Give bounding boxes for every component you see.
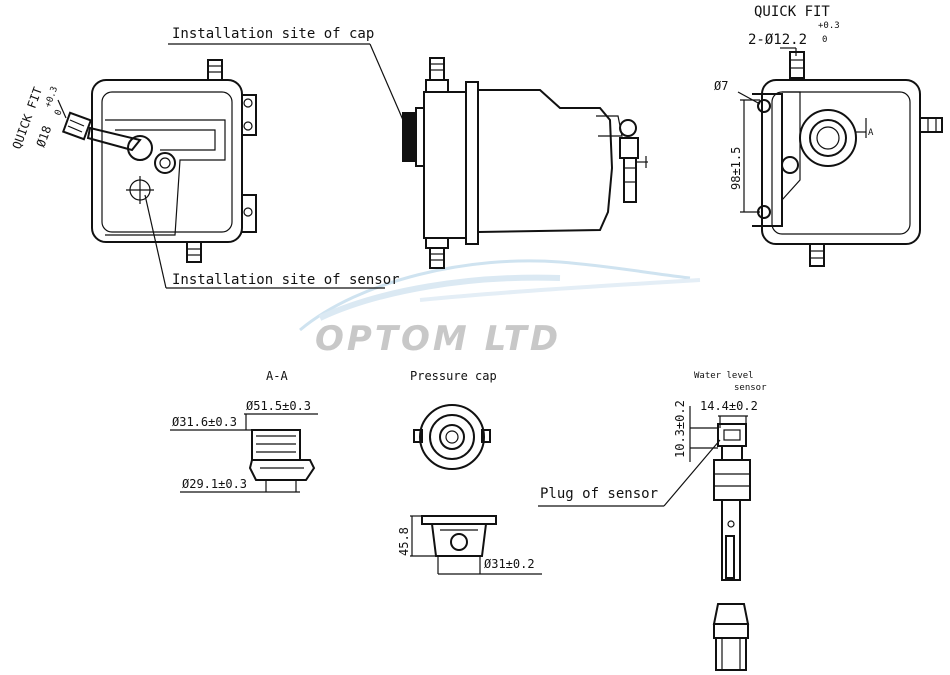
water-level-title-1: Water level	[694, 371, 754, 381]
installation-sensor-label: Installation site of sensor	[172, 272, 400, 288]
quick-fit-left-dia: Ø18	[34, 124, 55, 149]
quick-fit-right-dia: 2-Ø12.2	[748, 32, 807, 48]
dim-31-label: Ø31±0.2	[484, 557, 535, 571]
quick-fit-right-label: QUICK FIT	[754, 4, 830, 20]
rear-view: A	[752, 51, 943, 267]
quick-fit-right-tol-bot: 0	[822, 35, 827, 45]
height-98-label: 98±1.5	[729, 147, 743, 190]
water-level-title-2: sensor	[734, 383, 767, 393]
water-level-sensor: Water level sensor 14.4±0.2 10.3±0.2	[673, 371, 767, 671]
sensor-callout: Installation site of sensor	[144, 194, 400, 289]
dim-458-label: 45.8	[397, 527, 411, 556]
watermark-logo: OPTOM LTD	[299, 259, 701, 359]
hole-dia-label: Ø7	[714, 79, 728, 93]
section-marker-a: A	[868, 128, 874, 138]
plug-callout: Plug of sensor	[538, 439, 721, 507]
side-view	[402, 57, 648, 269]
watermark-text: OPTOM LTD	[315, 319, 561, 359]
pressure-cap: Pressure cap 45.8 Ø31±0.2	[397, 369, 542, 575]
front-view	[61, 59, 257, 263]
quick-fit-right-tol-top: +0.3	[818, 21, 840, 31]
cap-callout: Installation site of cap	[168, 26, 404, 121]
quick-fit-left-tol: +0.3	[43, 85, 60, 109]
quick-fit-left-annotation: QUICK FIT Ø18 +0.3 0	[10, 85, 67, 151]
dim-316-label: Ø31.6±0.3	[172, 415, 237, 429]
plug-sensor-label: Plug of sensor	[540, 486, 658, 502]
rear-view-dimensions: QUICK FIT 2-Ø12.2 +0.3 0 Ø7 98±1.5	[714, 4, 840, 213]
dim-144-label: 14.4±0.2	[700, 399, 758, 413]
installation-cap-label: Installation site of cap	[172, 26, 374, 42]
pressure-cap-title: Pressure cap	[410, 369, 497, 383]
quick-fit-left-tol2: 0	[53, 109, 64, 118]
dim-291-label: Ø29.1±0.3	[182, 477, 247, 491]
section-aa-title: A-A	[266, 369, 288, 383]
dim-515-label: Ø51.5±0.3	[246, 399, 311, 413]
dim-103-label: 10.3±0.2	[673, 400, 687, 458]
section-aa: A-A Ø51.5±0.3 Ø31.6±0.3 Ø29.1±0.3	[170, 369, 318, 493]
